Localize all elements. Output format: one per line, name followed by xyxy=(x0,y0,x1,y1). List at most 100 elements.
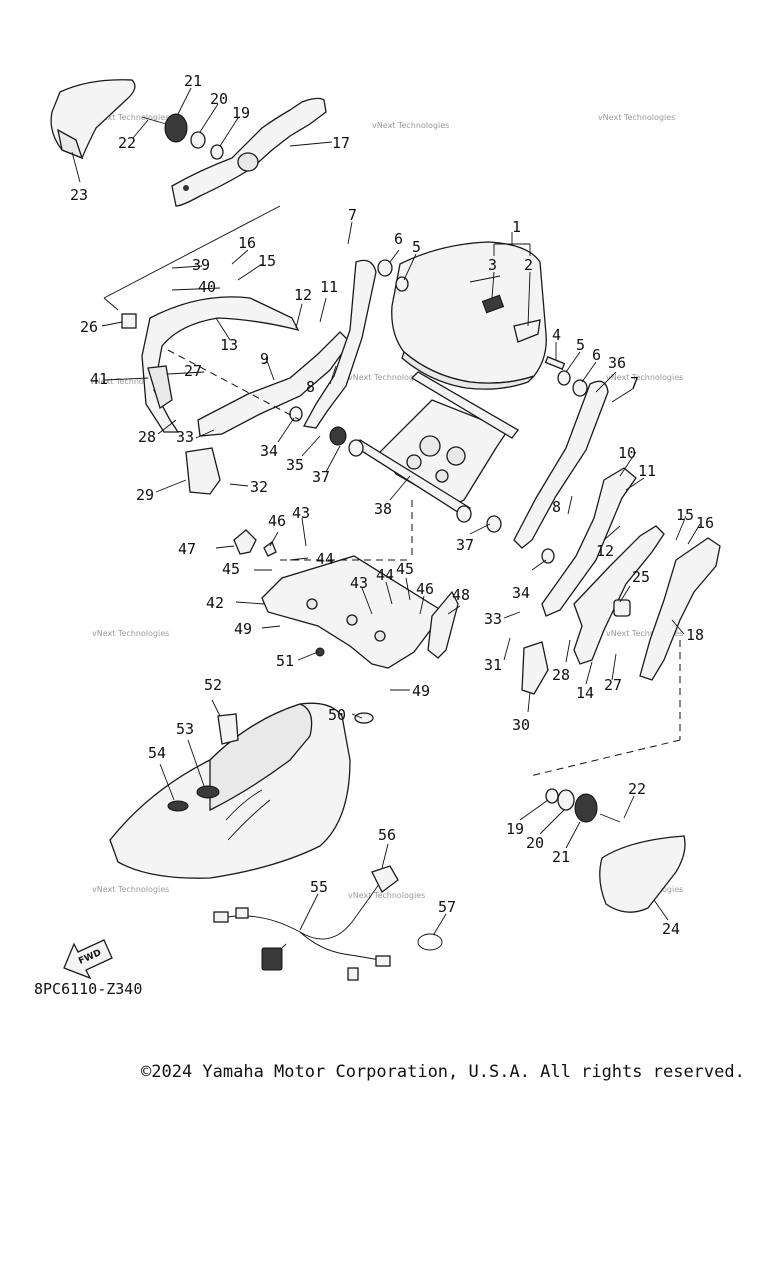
upper-left-assembly xyxy=(50,79,327,207)
washer-20 xyxy=(190,131,206,149)
callout-54: 54 xyxy=(148,744,166,762)
plug-53 xyxy=(196,785,220,799)
callout-27a: 27 xyxy=(184,362,202,380)
watermark-4: vNext Technologies xyxy=(90,377,167,386)
bushing-6a xyxy=(377,259,393,277)
callout-8a: 8 xyxy=(306,378,315,396)
diagram-code: 8PC6110-Z340 xyxy=(34,980,142,998)
callout-39: 39 xyxy=(192,256,210,274)
callout-29: 29 xyxy=(136,486,154,504)
callout-25: 25 xyxy=(632,568,650,586)
callout-33a: 33 xyxy=(176,428,194,446)
connector-main xyxy=(261,947,283,971)
bracket-29 xyxy=(185,447,221,495)
callout-12a: 12 xyxy=(294,286,312,304)
callout-28a: 28 xyxy=(138,428,156,446)
callout-16b: 16 xyxy=(696,514,714,532)
callout-6b: 6 xyxy=(592,346,601,364)
stay-9 xyxy=(197,331,351,437)
copyright-text: ©2024 Yamaha Motor Corporation, U.S.A. A… xyxy=(141,1062,745,1082)
callout-52: 52 xyxy=(204,676,222,694)
connector-b xyxy=(235,907,249,919)
watermark-1: vNext Technologies xyxy=(92,113,169,122)
washer-19 xyxy=(210,144,224,160)
callout-28b: 28 xyxy=(552,666,570,684)
socket-56 xyxy=(371,865,399,893)
callout-43a: 43 xyxy=(292,504,310,522)
side-cover-23-edge xyxy=(57,128,84,160)
watermark-3: vNext Technologies xyxy=(598,113,675,122)
callout-48: 48 xyxy=(452,586,470,604)
base-plate-42 xyxy=(261,555,445,669)
plug-54 xyxy=(167,800,189,812)
callout-41: 41 xyxy=(90,370,108,388)
callout-20b: 20 xyxy=(526,834,544,852)
fwd-arrow-icon xyxy=(63,939,113,980)
washer-34b xyxy=(541,548,555,564)
arm-left xyxy=(302,259,377,429)
watermark-10: vNext Technologies xyxy=(348,891,425,900)
callout-38: 38 xyxy=(374,500,392,518)
callout-33b: 33 xyxy=(484,610,502,628)
watermark-6: vNext Technologies xyxy=(606,373,683,382)
callout-37a: 37 xyxy=(312,468,330,486)
pin-4 xyxy=(544,356,566,370)
frame-14 xyxy=(573,525,665,665)
grip-48 xyxy=(427,590,459,659)
callout-19a: 19 xyxy=(232,104,250,122)
collar-37c xyxy=(486,515,502,533)
callout-37b: 37 xyxy=(456,536,474,554)
collar-37a xyxy=(348,439,364,457)
knob-21b xyxy=(574,793,598,823)
callout-35: 35 xyxy=(286,456,304,474)
callout-57: 57 xyxy=(438,898,456,916)
callout-22b: 22 xyxy=(628,780,646,798)
callout-15b: 15 xyxy=(676,506,694,524)
callout-5a: 5 xyxy=(412,238,421,256)
callout-1: 1 xyxy=(512,218,521,236)
callout-34b: 34 xyxy=(512,584,530,602)
callout-44b: 44 xyxy=(376,566,394,584)
callout-40: 40 xyxy=(198,278,216,296)
callout-22a: 22 xyxy=(118,134,136,152)
connector-a xyxy=(213,911,229,923)
shaft-upper xyxy=(410,371,519,439)
emblem-3 xyxy=(481,294,505,314)
callout-27b: 27 xyxy=(604,676,622,694)
strap-52 xyxy=(217,713,239,745)
callout-3: 3 xyxy=(488,256,497,274)
guide-line-3 xyxy=(529,739,681,777)
watermark-7: vNext Technologies xyxy=(92,629,169,638)
bracket-17 xyxy=(171,97,327,207)
grommet-50 xyxy=(354,712,374,724)
fwd-arrow: FWD xyxy=(63,939,113,980)
callout-15a: 15 xyxy=(258,252,276,270)
backrest-assembly xyxy=(391,241,547,390)
callout-4: 4 xyxy=(552,326,561,344)
callout-13: 13 xyxy=(220,336,238,354)
callout-26: 26 xyxy=(80,318,98,336)
damper-26 xyxy=(121,313,137,329)
callout-55: 55 xyxy=(310,878,328,896)
bolt-51 xyxy=(315,647,325,657)
leader-lines xyxy=(71,87,701,935)
side-frames xyxy=(121,259,721,695)
callout-20a: 20 xyxy=(210,90,228,108)
lower-right-assembly xyxy=(545,788,686,913)
callout-12b: 12 xyxy=(596,542,614,560)
bushing-6b xyxy=(572,379,588,397)
callout-2: 2 xyxy=(524,256,533,274)
callout-8b: 8 xyxy=(552,498,561,516)
callout-46b: 46 xyxy=(416,580,434,598)
callout-16a: 16 xyxy=(238,234,256,252)
callout-21a: 21 xyxy=(184,72,202,90)
damper-25 xyxy=(613,599,631,617)
lock-47 xyxy=(233,529,257,555)
washer-5b xyxy=(557,370,571,386)
callout-46a: 46 xyxy=(268,512,286,530)
washer-5a xyxy=(395,276,409,292)
cover-18 xyxy=(639,537,721,681)
callout-24: 24 xyxy=(662,920,680,938)
callout-19b: 19 xyxy=(506,820,524,838)
